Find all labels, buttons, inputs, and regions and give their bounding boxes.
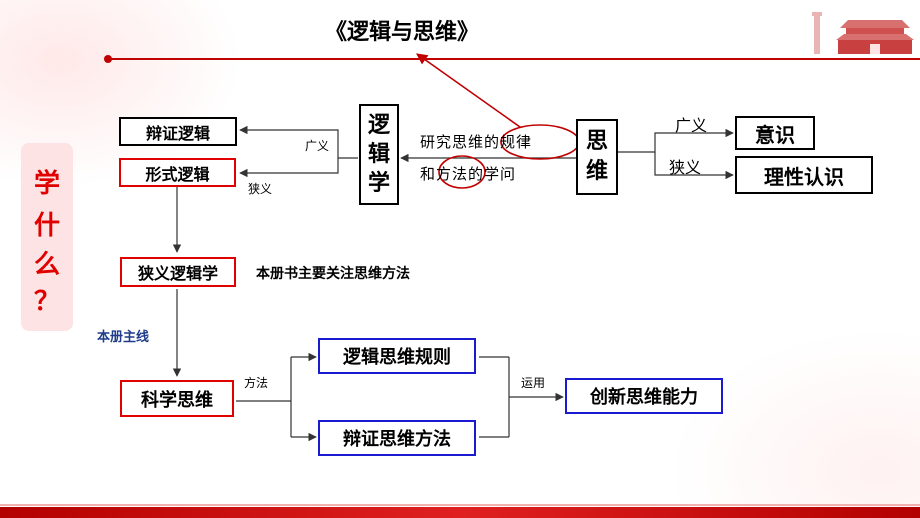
- label-apply: 运用: [521, 376, 546, 390]
- label-guangyi-right: 广义: [675, 116, 708, 135]
- box-yishi: 意识: [735, 116, 815, 150]
- luojixue-char: 逻: [367, 113, 390, 138]
- box-luoji-siwei-guize: 逻辑思维规则: [318, 338, 476, 374]
- side-char: 学: [33, 169, 60, 199]
- label-xiayi-right: 狭义: [669, 158, 702, 177]
- footer-bar: [0, 507, 920, 518]
- side-char: ？: [33, 287, 60, 317]
- label-method: 方法: [244, 376, 269, 390]
- box-lixing-renshi: 理性认识: [735, 156, 873, 194]
- box-xingshi-luoji: 形式逻辑: [119, 158, 236, 187]
- box-bianzheng-luoji: 辩证逻辑: [119, 117, 237, 146]
- label-xiayi-left: 狭义: [248, 182, 273, 196]
- label-main-thread: 本册主线: [97, 330, 150, 345]
- label-definition-line2: 和方法的学问: [420, 165, 517, 183]
- label-guangyi-left: 广义: [305, 139, 330, 153]
- label-book-focus: 本册书主要关注思维方法: [256, 266, 410, 282]
- box-xiayi-luojixue: 狭义逻辑学: [120, 257, 236, 287]
- side-label-panel: 学 什 么 ？: [21, 143, 73, 331]
- side-char: 什: [33, 211, 60, 241]
- tiananmen-emblem: [812, 12, 914, 54]
- label-definition-line1: 研究思维的规律: [420, 133, 533, 151]
- box-siwei: 思 维: [576, 119, 618, 195]
- page-title: 《逻辑与思维》: [325, 19, 480, 45]
- luojixue-char: 学: [367, 171, 390, 196]
- box-kexue-siwei: 科学思维: [120, 380, 234, 417]
- box-bianzheng-siwei-fangfa: 辩证思维方法: [318, 420, 476, 456]
- luojixue-char: 辑: [367, 142, 390, 167]
- title-underline: [108, 58, 920, 60]
- box-luojixue: 逻 辑 学: [359, 104, 399, 205]
- siwei-char: 思: [585, 129, 608, 154]
- siwei-char: 维: [585, 159, 608, 184]
- box-chuangxin-siwei-nengli: 创新思维能力: [565, 378, 723, 414]
- footer-highlight: [0, 504, 920, 506]
- side-char: 么: [33, 250, 60, 280]
